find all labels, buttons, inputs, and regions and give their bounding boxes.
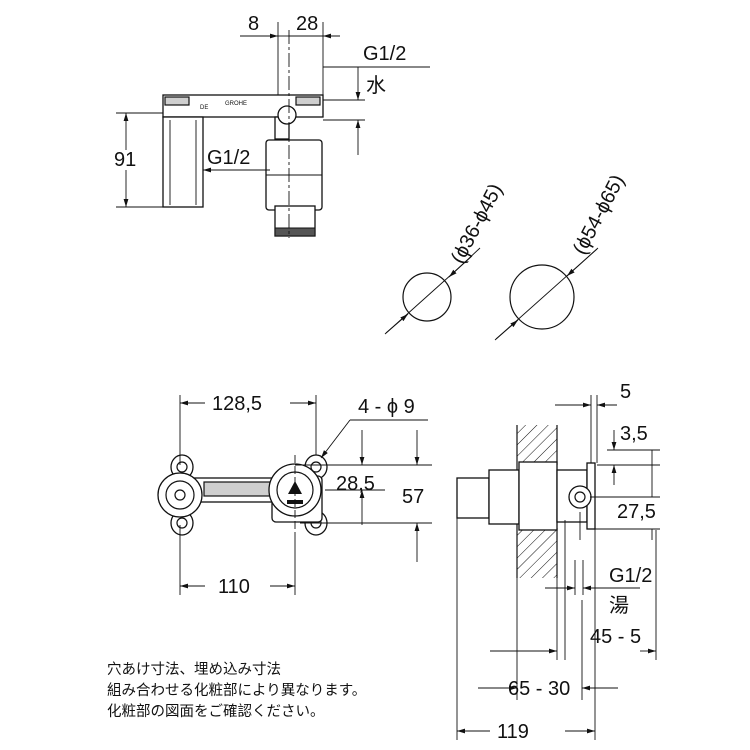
- dim-28: 28: [296, 13, 318, 35]
- water-label: 水: [366, 74, 386, 97]
- dim-g12-left: G1/2: [207, 147, 250, 169]
- svg-text:DE: DE: [200, 105, 208, 111]
- rosette-small: (ϕ36-ϕ45): [384, 180, 507, 335]
- dim-27-5: 27,5: [617, 501, 656, 523]
- front-dimensions: 128,5 4 - ϕ 9 28,5 57 110: [179, 393, 432, 598]
- dim-57: 57: [402, 486, 424, 508]
- svg-text:GROHE: GROHE: [225, 101, 247, 107]
- dim-128-5: 128,5: [212, 393, 262, 415]
- top-dimensions: 8 28 G1/2 水 91 G1/2: [114, 13, 430, 208]
- dim-91: 91: [114, 149, 136, 171]
- dim-65-30: 65 - 30: [508, 678, 570, 700]
- dim-rosette-small: (ϕ36-ϕ45): [447, 180, 507, 267]
- dim-8: 8: [248, 13, 259, 35]
- dim-holes: 4 - ϕ 9: [358, 396, 415, 418]
- dim-g12-hot: G1/2: [609, 565, 652, 587]
- rosette-large: (ϕ54-ϕ65): [494, 171, 629, 341]
- note-line-1: 穴あけ寸法、埋め込み寸法: [107, 662, 281, 678]
- dim-rosette-large: (ϕ54-ϕ65): [569, 171, 629, 258]
- dim-5: 5: [620, 381, 631, 403]
- dim-3-5: 3,5: [620, 423, 648, 445]
- note-line-2: 組み合わせる化粧部により異なります。: [107, 683, 367, 699]
- dim-45-5: 45 - 5: [590, 626, 641, 648]
- hot-label: 湯: [609, 594, 629, 617]
- dim-28-5: 28,5: [336, 473, 375, 495]
- installation-note: 穴あけ寸法、埋め込み寸法 組み合わせる化粧部により異なります。 化粧部の図面をご…: [107, 660, 437, 723]
- dim-g12-cold: G1/2: [363, 43, 406, 65]
- side-view: [456, 425, 596, 578]
- dim-110: 110: [218, 576, 250, 598]
- note-line-3: 化粧部の図面をご確認ください。: [107, 704, 325, 720]
- side-dimensions: 5 3,5 27,5 G1/2 湯 45 - 5 65 - 30: [456, 381, 660, 743]
- top-body-view: DE GROHE: [162, 30, 324, 238]
- front-body-view: [157, 454, 328, 536]
- dim-119: 119: [497, 721, 529, 743]
